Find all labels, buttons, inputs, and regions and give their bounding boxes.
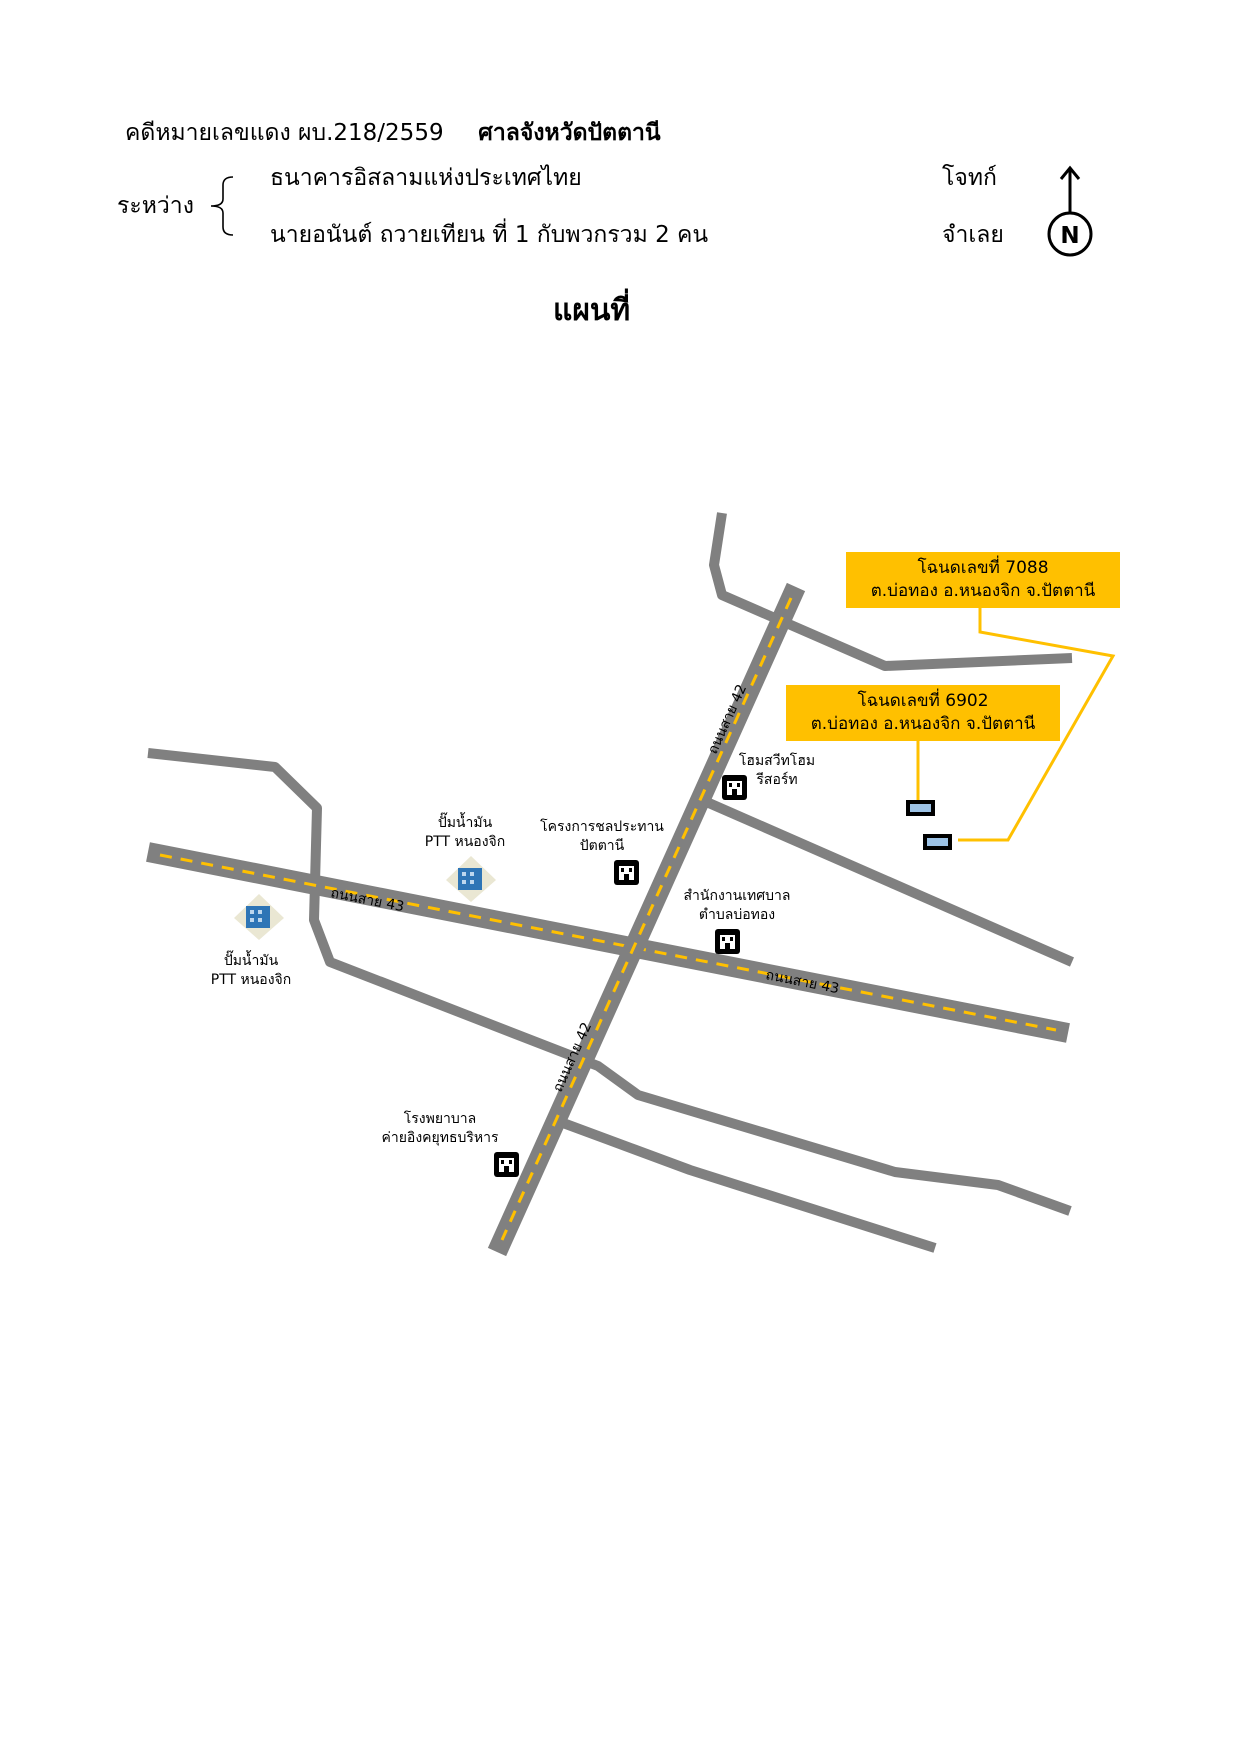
road-north	[709, 512, 1073, 671]
road-south	[553, 1115, 937, 1253]
place-label: โครงการชลประทาน	[540, 818, 664, 835]
road-west	[147, 748, 1072, 1216]
plot-marker-icon	[923, 834, 952, 850]
deed-location: ต.บ่อทอง อ.หนองจิก จ.ปัตตานี	[870, 581, 1096, 601]
landmark-hospital: โรงพยาบาล ค่ายอิงคยุทธบริหาร	[381, 1110, 519, 1177]
plaintiff-role: โจทก์	[942, 165, 997, 191]
brace-icon	[210, 176, 234, 236]
highway-43	[146, 842, 1070, 1043]
defendant-role: จำเลย	[942, 222, 1004, 248]
between-label: ระหว่าง	[117, 193, 194, 219]
place-label: โรงพยาบาล	[404, 1110, 477, 1127]
case-number-line: คดีหมายเลขแดง ผบ.218/2559 ศาลจังหวัดปัตต…	[125, 115, 661, 151]
building-icon	[722, 775, 747, 800]
place-label: PTT หนองจิก	[211, 972, 291, 988]
place-label: โฮมสวีทโฮม	[739, 752, 815, 769]
place-label: ปั๊มน้ำมัน	[438, 812, 493, 831]
building-icon	[614, 860, 639, 885]
deed-number: โฉนดเลขที่ 6902	[857, 691, 989, 711]
place-label: ค่ายอิงคยุทธบริหาร	[381, 1130, 499, 1146]
landmark-ptt-center: ปั๊มน้ำมัน PTT หนองจิก	[425, 812, 505, 902]
road-east	[699, 795, 1075, 967]
deed-location: ต.บ่อทอง อ.หนองจิก จ.ปัตตานี	[810, 714, 1036, 734]
case-number: คดีหมายเลขแดง ผบ.218/2559	[125, 120, 444, 146]
plot-marker-icon	[906, 800, 935, 816]
minor-roads	[147, 512, 1075, 1253]
landmark-municipal-office: สำนักงานเทศบาล ตำบลบ่อทอง	[684, 888, 791, 954]
gas-station-icon	[446, 856, 496, 902]
place-label: PTT หนองจิก	[425, 834, 505, 850]
landmark-irrigation-project: โครงการชลประทาน ปัตตานี	[540, 818, 664, 885]
place-label: ตำบลบ่อทอง	[699, 907, 775, 923]
building-icon	[494, 1152, 519, 1177]
place-label: ปัตตานี	[580, 838, 625, 854]
defendant-name: นายอนันต์ ถวายเทียน ที่ 1 กับพวกรวม 2 คน	[270, 222, 709, 248]
leader-line-7088	[958, 605, 1116, 842]
building-icon	[715, 929, 740, 954]
court-name: ศาลจังหวัดปัตตานี	[478, 120, 661, 146]
gas-station-icon	[234, 894, 284, 940]
north-arrow-icon: N	[1047, 165, 1093, 257]
landmark-home-sweet-home: โฮมสวีทโฮม รีสอร์ท	[722, 752, 815, 800]
deed-callout-6902: โฉนดเลขที่ 6902 ต.บ่อทอง อ.หนองจิก จ.ปัต…	[786, 685, 1060, 741]
plaintiff-name: ธนาคารอิสลามแห่งประเทศไทย	[270, 165, 582, 191]
compass-label: N	[1060, 223, 1079, 249]
highway-42	[487, 582, 806, 1257]
deed-callout-7088: โฉนดเลขที่ 7088 ต.บ่อทอง อ.หนองจิก จ.ปัต…	[846, 552, 1120, 608]
landmark-ptt-left: ปั๊มน้ำมัน PTT หนองจิก	[211, 894, 291, 988]
place-label: สำนักงานเทศบาล	[684, 888, 791, 904]
place-label: ปั๊มน้ำมัน	[224, 950, 279, 969]
place-label: รีสอร์ท	[756, 771, 798, 788]
deed-number: โฉนดเลขที่ 7088	[917, 558, 1049, 578]
map-title: แผนที่	[553, 293, 631, 328]
